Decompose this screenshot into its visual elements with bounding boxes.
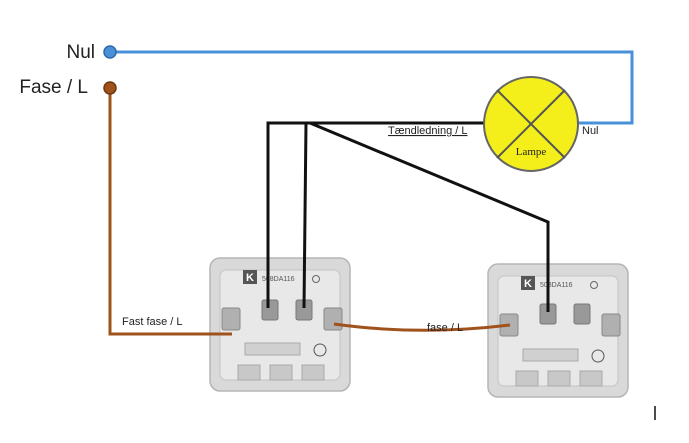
fase-link-label: fase / L [427, 322, 463, 334]
switch-2-ce-mark-icon [591, 349, 605, 363]
switch-1-terminal-right [323, 307, 343, 331]
lamp-label: Lampe [516, 146, 547, 158]
lamp-nul-label: Nul [582, 125, 599, 137]
switch-1-logo [243, 270, 257, 284]
nul-wire [110, 50, 634, 125]
switch-1-clip-left [237, 364, 261, 381]
switch-1-terminal-1 [261, 299, 279, 321]
fase-link-wire [333, 322, 511, 332]
taendledning-wire [266, 121, 485, 308]
switch-2-brand: K [524, 278, 532, 290]
switch-1-ce-mark-icon [313, 343, 327, 357]
switch-1: K 508DA116 [209, 257, 351, 392]
switch-1-brand: K [246, 272, 254, 284]
lamp-cross-2 [496, 89, 566, 159]
switch-1-terminal-left [221, 307, 241, 331]
switch-2-terminal-right [601, 313, 621, 337]
switch-2-terminal-2 [573, 303, 591, 325]
switch-2-clip-left [515, 370, 539, 387]
fast-fase-label: Fast fase / L [122, 316, 183, 328]
switch-1-clip-mid [269, 364, 293, 381]
switch-2: K 508DA116 [487, 263, 629, 398]
fase-terminal-dot [103, 81, 117, 95]
switch-2-clip-right [579, 370, 603, 387]
fase-wire [108, 88, 232, 336]
switch-1-model: 508DA116 [262, 276, 295, 283]
switch-1-rating-plate [244, 342, 301, 356]
switch-1-clip-right [301, 364, 325, 381]
nul-terminal-dot [103, 45, 117, 59]
nul-label: Nul [66, 42, 95, 63]
taendledning-label: Tændledning / L [388, 125, 468, 137]
switch-2-model: 508DA116 [540, 282, 573, 289]
switch-2-clip-mid [547, 370, 571, 387]
fase-label: Fase / L [19, 77, 88, 98]
traveller-1-wire [302, 122, 308, 309]
traveller-2-wire [309, 121, 550, 312]
switch-2-logo [521, 276, 535, 290]
switch-2-rating-plate [522, 348, 579, 362]
lamp: Lampe [483, 76, 579, 172]
switch-1-lamp-symbol-icon [312, 275, 320, 283]
switch-2-lamp-symbol-icon [590, 281, 598, 289]
